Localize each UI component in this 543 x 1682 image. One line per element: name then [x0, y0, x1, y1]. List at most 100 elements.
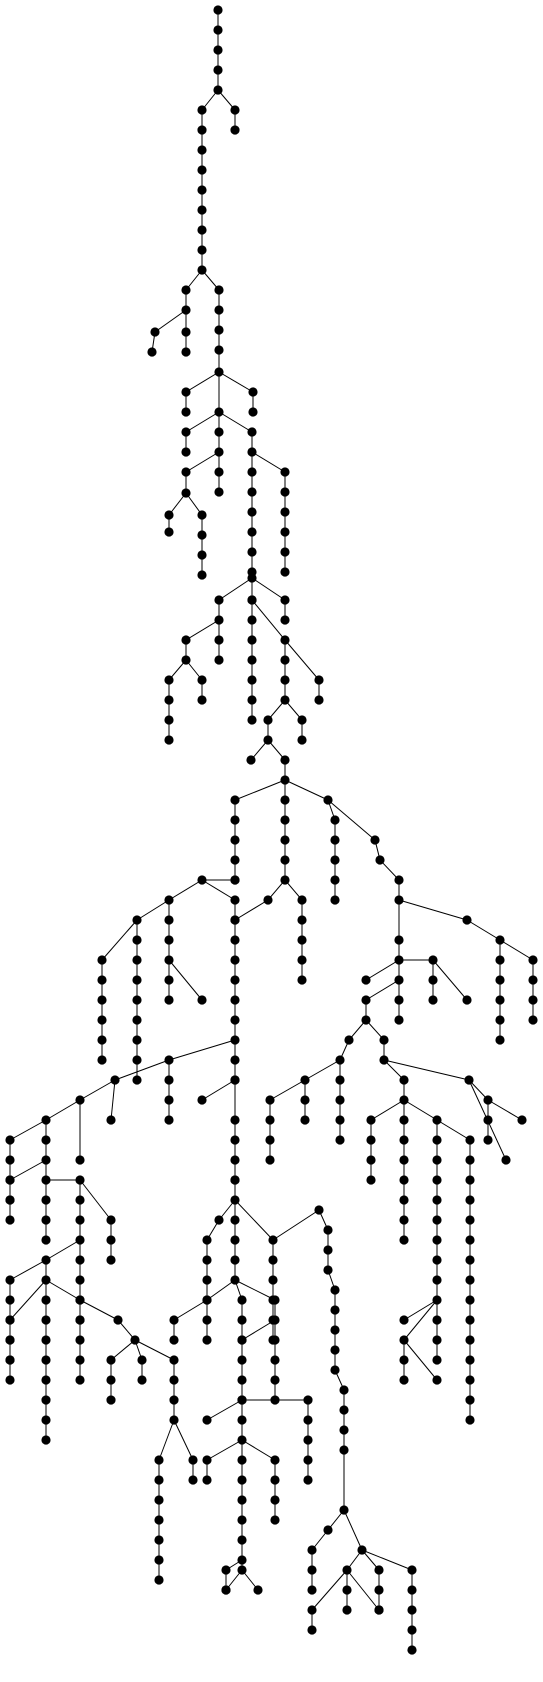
tree-edge [206, 1439, 243, 1461]
tree-node [270, 1455, 280, 1465]
tree-edge [218, 577, 253, 601]
tree-node [247, 573, 257, 583]
tree-node [230, 1155, 240, 1165]
tree-node [132, 1035, 142, 1045]
tree-node [528, 1015, 538, 1025]
tree-node [323, 1265, 333, 1275]
tree-node [465, 1335, 475, 1345]
tree-node [132, 1075, 142, 1085]
tree-node [5, 1355, 15, 1365]
tree-node [237, 1515, 247, 1525]
tree-edge [327, 799, 376, 841]
tree-node [280, 835, 290, 845]
tree-node [197, 875, 207, 885]
tree-node [106, 1395, 116, 1405]
tree-edge [168, 1039, 236, 1061]
tree-node [154, 1475, 164, 1485]
tree-node [268, 1255, 278, 1265]
tree-node [330, 875, 340, 885]
tree-node [5, 1135, 15, 1145]
tree-node [230, 1235, 240, 1245]
tree-edge [114, 1059, 170, 1081]
tree-node [432, 1155, 442, 1165]
tree-node [181, 327, 191, 337]
tree-node [230, 915, 240, 925]
tree-node [432, 1215, 442, 1225]
tree-node [330, 1285, 340, 1295]
tree-edge [398, 899, 468, 921]
tree-node [197, 550, 207, 560]
tree-edge [110, 1339, 136, 1361]
tree-node [113, 1315, 123, 1325]
tree-node [181, 407, 191, 417]
tree-node [97, 975, 107, 985]
tree-node [342, 1605, 352, 1615]
tree-node [181, 347, 191, 357]
tree-node [41, 1355, 51, 1365]
tree-node [247, 527, 257, 537]
tree-node [280, 507, 290, 517]
tree-node [214, 325, 224, 335]
tree-edges [9, 10, 534, 1650]
tree-node [379, 1035, 389, 1045]
tree-node [280, 635, 290, 645]
tree-node [97, 955, 107, 965]
tree-node [214, 487, 224, 497]
tree-node [5, 1295, 15, 1305]
tree-edge [79, 1179, 112, 1221]
tree-node [394, 935, 404, 945]
tree-node [41, 1435, 51, 1445]
tree-node [330, 1345, 340, 1355]
tree-node [297, 935, 307, 945]
tree-node [164, 1075, 174, 1085]
tree-edge [101, 919, 138, 961]
tree-node [300, 1095, 310, 1105]
tree-node [106, 1355, 116, 1365]
tree-edge [241, 1439, 276, 1461]
tree-node [154, 1495, 164, 1505]
tree-node [265, 1135, 275, 1145]
tree-node [432, 1115, 442, 1125]
tree-node [230, 105, 240, 115]
tree-node [237, 1535, 247, 1545]
tree-edge [311, 1569, 348, 1611]
tree-node [307, 1565, 317, 1575]
tree-edge [79, 1079, 116, 1101]
tree-node [164, 915, 174, 925]
tree-node [483, 1095, 493, 1105]
tree-node [41, 1375, 51, 1385]
tree-node [181, 488, 191, 498]
tree-node [197, 695, 207, 705]
tree-node [41, 1315, 51, 1325]
tree-node [41, 1175, 51, 1185]
tree-node [169, 1355, 179, 1365]
tree-node [75, 1155, 85, 1165]
tree-node [202, 1475, 212, 1485]
tree-node [465, 1375, 475, 1385]
tree-node [5, 1375, 15, 1385]
tree-node [366, 1175, 376, 1185]
tree-node [5, 1275, 15, 1285]
tree-node [137, 1355, 147, 1365]
tree-node [297, 735, 307, 745]
tree-node [247, 655, 257, 665]
tree-node [202, 1415, 212, 1425]
tree-node [197, 105, 207, 115]
tree-node [432, 1255, 442, 1265]
tree-node [213, 85, 223, 95]
tree-edge [365, 959, 400, 981]
tree-node [202, 1255, 212, 1265]
tree-node [247, 695, 257, 705]
tree-node [221, 1585, 231, 1595]
tree-node [339, 1405, 349, 1415]
tree-node [214, 345, 224, 355]
tree-node [323, 795, 333, 805]
tree-node [361, 995, 371, 1005]
tree-edge [241, 1319, 276, 1341]
tree-node [213, 5, 223, 15]
tree-node [181, 635, 191, 645]
tree-node [197, 570, 207, 580]
tree-edge [185, 619, 220, 641]
tree-node [106, 1235, 116, 1245]
tree-node [323, 1225, 333, 1235]
